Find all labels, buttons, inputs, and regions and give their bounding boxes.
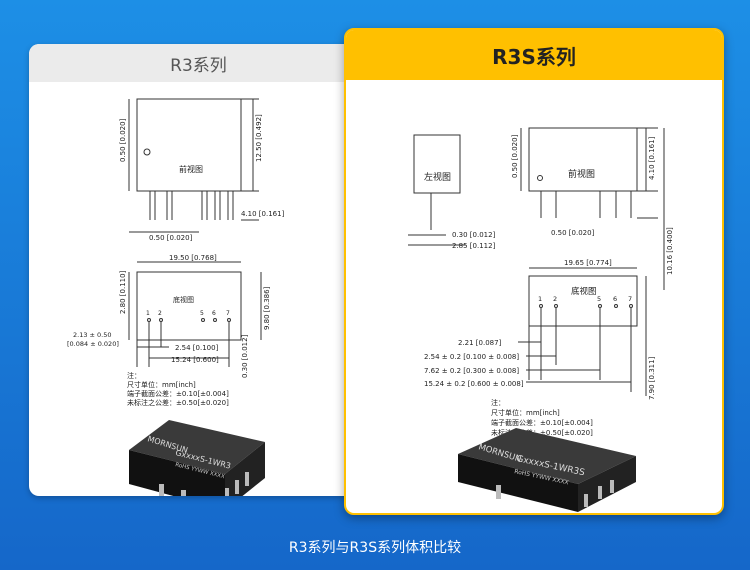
r3-bottom-body — [136, 271, 242, 341]
r3s-card: R3S系列 — [344, 28, 724, 515]
r3s-pin-6: 6 — [613, 295, 617, 303]
r3-card: R3系列 — [29, 44, 368, 496]
r3s-drawing: 左视图 前视图 0.50 [0.020] 4.10 [0.161] 0.30 [… — [408, 127, 674, 512]
r3s-note-1: 尺寸单位：mm[inch] — [491, 408, 560, 417]
r3s-bottom-label: 底视图 — [571, 286, 597, 297]
r3s-dim-7-90: 7.90 [0.311] — [648, 356, 656, 400]
r3s-note-3: 未标注之公差：±0.50[±0.020] — [491, 428, 593, 437]
r3-product-image: MORNSUN GxxxxS-1WR3 RoHS YYWW XXXX — [129, 420, 265, 496]
r3-pin-1: 1 — [146, 310, 150, 317]
r3s-dim-2-54: 2.54 ± 0.2 [0.100 ± 0.008] — [424, 353, 519, 361]
r3s-dim-0-50: 0.50 [0.020] — [511, 134, 519, 178]
r3s-bottom-body — [528, 275, 638, 327]
r3-dim-0-30: 0.30 [0.012] — [241, 334, 249, 378]
r3-dim-2-80: 2.80 [0.110] — [119, 270, 127, 314]
r3s-pin-2: 2 — [553, 295, 557, 303]
r3-note-2: 端子截面公差：±0.10[±0.004] — [127, 389, 229, 398]
r3-dim-9-80: 9.80 [0.386] — [263, 286, 271, 330]
r3-pin-5: 5 — [200, 310, 204, 317]
r3s-pin-5: 5 — [597, 295, 601, 303]
r3s-dim-4-10: 4.10 [0.161] — [648, 136, 656, 180]
r3-front-body — [136, 98, 242, 192]
r3s-dim-15-24: 15.24 ± 0.2 [0.600 ± 0.008] — [424, 380, 524, 388]
r3-dim-19-50: 19.50 [0.768] — [169, 254, 217, 262]
r3-drawing: 前视图 0.50 [0.020] 12.50 [0.492] 4.10 [0.1… — [67, 98, 285, 496]
r3s-product-image: MORNSUN GxxxxS-1WR3S RoHS YYWW XXXX — [458, 428, 636, 512]
r3s-note-2: 端子截面公差：±0.10[±0.004] — [491, 418, 593, 427]
r3s-pin-1: 1 — [538, 295, 542, 303]
r3-dim-2-13: 2.13 ± 0.50 — [73, 331, 112, 339]
r3-card-title: R3系列 — [29, 44, 368, 82]
r3-dim-2-13-inch: [0.084 ± 0.020] — [67, 340, 119, 348]
r3-front-label: 前视图 — [179, 164, 203, 174]
r3-note-0: 注： — [127, 371, 141, 380]
r3s-card-title: R3S系列 — [346, 30, 722, 80]
r3s-dim-2-85: 2.85 [0.112] — [452, 242, 496, 250]
r3s-pin-7: 7 — [628, 295, 632, 303]
r3s-dim-19-65: 19.65 [0.774] — [564, 259, 612, 267]
r3s-dim-10-16: 10.16 [0.400] — [666, 227, 674, 275]
r3-dim-12-50: 12.50 [0.492] — [255, 114, 263, 162]
r3-dim-0-50b: 0.50 [0.020] — [149, 234, 193, 242]
r3s-note-0: 注： — [491, 398, 505, 407]
comparison-caption: R3系列与R3S系列体积比较 — [288, 540, 462, 556]
r3-pin-2: 2 — [158, 310, 162, 317]
r3s-front-body — [528, 127, 638, 192]
r3-note-3: 未标注之公差：±0.50[±0.020] — [127, 398, 229, 407]
r3s-side-body — [413, 134, 461, 194]
r3-pin-7: 7 — [226, 310, 230, 317]
r3s-dim-7-62: 7.62 ± 0.2 [0.300 ± 0.008] — [424, 367, 519, 375]
r3-dim-15-24: 15.24 [0.600] — [171, 356, 219, 364]
r3s-side-label: 左视图 — [424, 171, 451, 183]
r3s-front-label: 前视图 — [568, 168, 595, 180]
r3s-dim-0-30: 0.30 [0.012] — [452, 231, 496, 239]
r3-pin-6: 6 — [212, 310, 216, 317]
r3s-dim-0-50b: 0.50 [0.020] — [551, 229, 595, 237]
r3-bottom-label: 底视图 — [173, 295, 194, 304]
r3-dim-4-10: 4.10 [0.161] — [241, 210, 285, 218]
r3-dim-2-54: 2.54 [0.100] — [175, 344, 219, 352]
r3-note-1: 尺寸单位：mm[inch] — [127, 380, 196, 389]
r3-dim-0-50: 0.50 [0.020] — [119, 118, 127, 162]
r3s-dim-2-21: 2.21 [0.087] — [458, 339, 502, 347]
